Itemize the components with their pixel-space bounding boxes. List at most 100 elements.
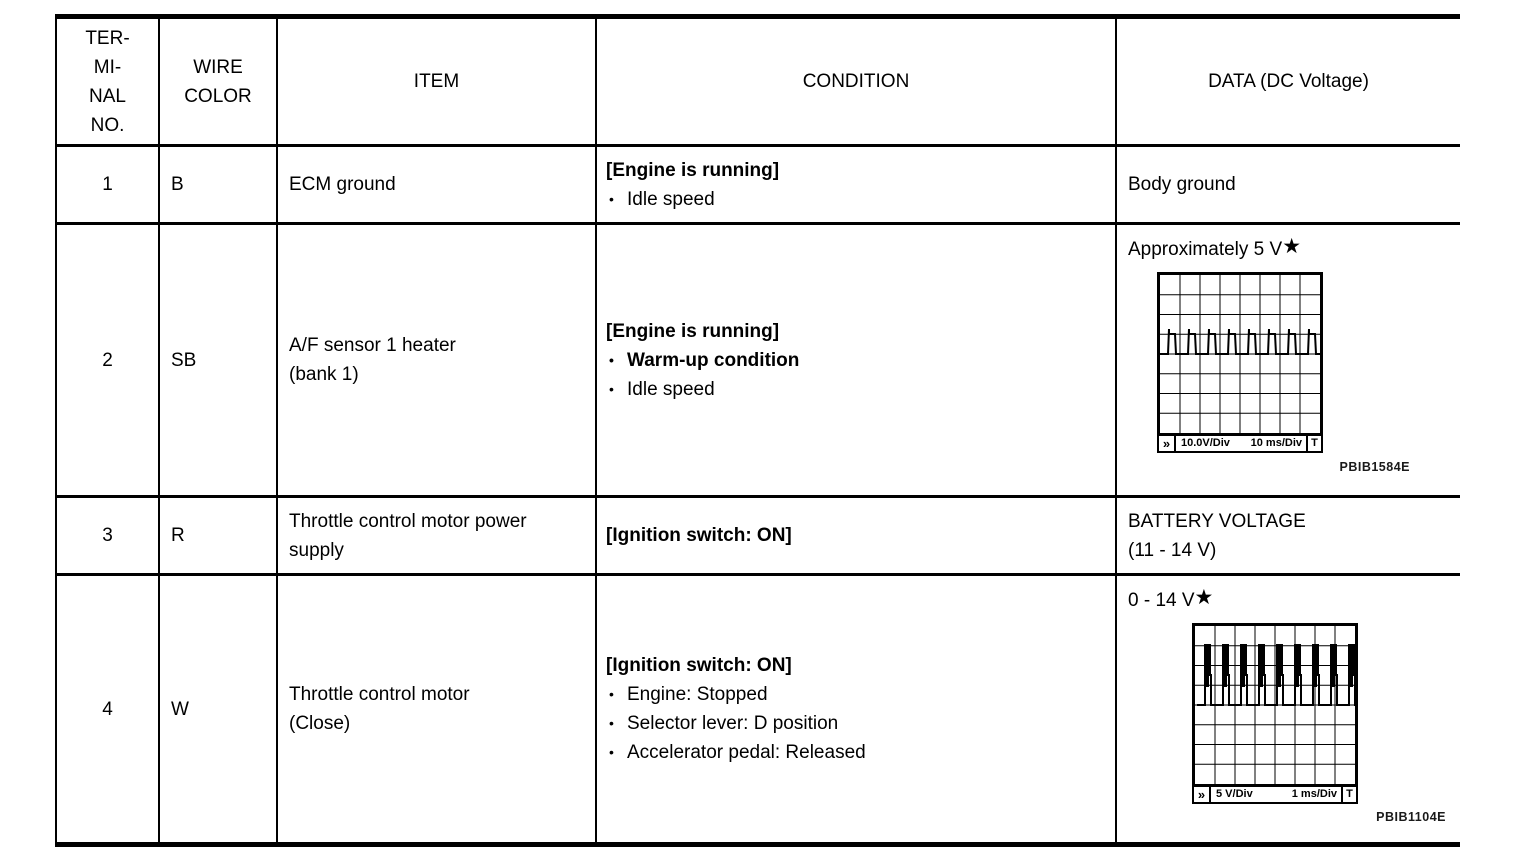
figure-caption: PBIB1584E <box>1339 460 1410 474</box>
star-icon: ★ <box>1194 586 1214 609</box>
terminal-voltage-table: TER- MI- NAL NO. WIRE COLOR ITEM CONDITI… <box>55 14 1460 847</box>
condition-cell: [Engine is running] • Idle speed <box>597 147 1117 222</box>
scope-trigger-indicator: T <box>1341 785 1358 804</box>
item-line: (Close) <box>289 713 351 734</box>
oscilloscope-screenshot: » 5 V/Div 1 ms/Div T <box>1192 623 1358 804</box>
data-cell: BATTERY VOLTAGE (11 - 14 V) <box>1117 498 1460 573</box>
bullet-icon: • <box>609 686 614 702</box>
condition-cell: [Ignition switch: ON] <box>597 498 1117 573</box>
data-value: Approximately 5 V <box>1128 239 1283 260</box>
item-cell: Throttle control motor (Close) <box>278 576 597 842</box>
oscilloscope-settings-bar: » 5 V/Div 1 ms/Div T <box>1192 785 1358 804</box>
condition-bullet: • Accelerator pedal: Released <box>606 738 1115 767</box>
data-value-line: 0 - 14 V★ <box>1128 583 1460 615</box>
item-cell: A/F sensor 1 heater (bank 1) <box>278 225 597 495</box>
terminal-no: 2 <box>102 349 113 371</box>
bullet-icon: • <box>609 744 614 760</box>
item-line: Throttle control motor <box>289 684 470 705</box>
star-icon: ★ <box>1282 235 1302 258</box>
terminal-no-cell: 1 <box>55 147 160 222</box>
data-value-line: BATTERY VOLTAGE <box>1128 510 1306 532</box>
condition-bullet: • Idle speed <box>606 185 1115 214</box>
oscilloscope-settings-bar: » 10.0V/Div 10 ms/Div T <box>1157 434 1323 453</box>
data-value-line: (11 - 14 V) <box>1128 539 1217 561</box>
condition-header: [Ignition switch: ON] <box>606 655 792 676</box>
header-item: ITEM <box>278 19 597 144</box>
condition-header: [Engine is running] <box>606 320 780 342</box>
condition-bullet: • Selector lever: D position <box>606 709 1115 738</box>
terminal-no-cell: 2 <box>55 225 160 495</box>
table-row-terminal-3: 3 R Throttle control motor power supply … <box>55 498 1460 576</box>
wire-color-cell: W <box>160 576 278 842</box>
data-value: Body ground <box>1128 174 1236 195</box>
bullet-icon: • <box>609 380 614 397</box>
item-cell: ECM ground <box>278 147 597 222</box>
header-wire-color: WIRE COLOR <box>160 19 278 144</box>
wire-color: W <box>171 698 189 720</box>
condition-bullet-text: Warm-up condition <box>627 349 800 371</box>
item-line: Throttle control motor power <box>289 510 527 532</box>
bullet-icon: • <box>609 190 614 207</box>
wire-color-cell: SB <box>160 225 278 495</box>
header-terminal-line: MI- <box>93 56 122 78</box>
header-data-label: DATA (DC Voltage) <box>1208 71 1369 92</box>
condition-bullet-text: Idle speed <box>627 188 715 210</box>
scope-trigger-indicator: T <box>1306 434 1323 453</box>
wire-color-cell: B <box>160 147 278 222</box>
item-line: supply <box>289 539 344 561</box>
data-cell: Body ground <box>1117 147 1460 222</box>
condition-cell: [Ignition switch: ON] • Engine: Stopped … <box>597 576 1117 842</box>
condition-bullet-text: Selector lever: D position <box>627 713 839 734</box>
bullet-icon: • <box>609 351 614 368</box>
condition-bullet-text: Idle speed <box>627 378 715 400</box>
scope-arrows-icon: » <box>1192 785 1211 804</box>
wire-color: R <box>171 525 185 546</box>
scope-arrows-icon: » <box>1157 434 1176 453</box>
data-value: 0 - 14 V <box>1128 590 1195 611</box>
table-row-terminal-2: 2 SB A/F sensor 1 heater (bank 1) [Engin… <box>55 225 1460 498</box>
header-condition: CONDITION <box>597 19 1117 144</box>
scope-time-per-div: 1 ms/Div <box>1291 788 1337 800</box>
header-item-label: ITEM <box>413 71 460 92</box>
terminal-no: 3 <box>102 525 113 546</box>
header-condition-label: CONDITION <box>802 71 910 92</box>
wire-color: SB <box>171 349 197 371</box>
item-line: (bank 1) <box>289 364 359 385</box>
scope-volts-per-div: 5 V/Div <box>1216 788 1253 800</box>
header-wire-color-label: WIRE COLOR <box>184 56 252 107</box>
scope-time-per-div: 10 ms/Div <box>1250 437 1302 449</box>
terminal-no-cell: 3 <box>55 498 160 573</box>
oscilloscope-waveform <box>1160 328 1323 355</box>
terminal-no: 1 <box>102 174 113 195</box>
oscilloscope-grid <box>1192 623 1358 787</box>
item-line: A/F sensor 1 heater <box>289 335 456 356</box>
oscilloscope-waveform <box>1197 644 1358 706</box>
terminal-no: 4 <box>102 698 113 720</box>
condition-bullet-text: Accelerator pedal: Released <box>627 742 866 763</box>
oscilloscope-grid <box>1157 272 1323 436</box>
scope-volts-per-div: 10.0V/Div <box>1181 437 1230 449</box>
oscilloscope-screenshot: » 10.0V/Div 10 ms/Div T <box>1157 272 1323 453</box>
figure-caption: PBIB1104E <box>1376 810 1446 824</box>
header-terminal-line: NO. <box>90 114 125 136</box>
wire-color: B <box>171 174 184 195</box>
header-data: DATA (DC Voltage) <box>1117 19 1460 144</box>
condition-bullet-text: Engine: Stopped <box>627 684 768 705</box>
condition-header: [Ignition switch: ON] <box>606 525 792 546</box>
item-line: ECM ground <box>289 174 396 195</box>
condition-header: [Engine is running] <box>606 159 780 181</box>
terminal-no-cell: 4 <box>55 576 160 842</box>
header-terminal-no: TER- MI- NAL NO. <box>55 19 160 144</box>
condition-cell: [Engine is running] • Warm-up condition … <box>597 225 1117 495</box>
header-terminal-line: NAL <box>89 85 126 107</box>
table-row-terminal-4: 4 W Throttle control motor (Close) [Igni… <box>55 576 1460 842</box>
data-value-line: Approximately 5 V★ <box>1128 232 1460 264</box>
condition-bullet: • Warm-up condition <box>606 346 1115 375</box>
item-cell: Throttle control motor power supply <box>278 498 597 573</box>
wire-color-cell: R <box>160 498 278 573</box>
data-cell: Approximately 5 V★ <box>1117 225 1460 495</box>
header-terminal-line: TER- <box>85 27 130 49</box>
condition-bullet: • Idle speed <box>606 375 1115 404</box>
table-row-terminal-1: 1 B ECM ground [Engine is running] • Idl… <box>55 147 1460 225</box>
